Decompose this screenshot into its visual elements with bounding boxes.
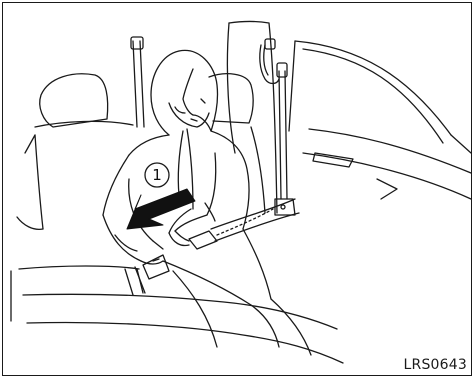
direction-arrow (127, 189, 195, 229)
figure-code: LRS0643 (404, 357, 467, 373)
seat-belt-illustration: 1 (3, 3, 472, 376)
callout-1: 1 (145, 163, 169, 187)
svg-text:1: 1 (152, 166, 162, 184)
figure-frame: 1 LRS0643 (2, 2, 472, 376)
